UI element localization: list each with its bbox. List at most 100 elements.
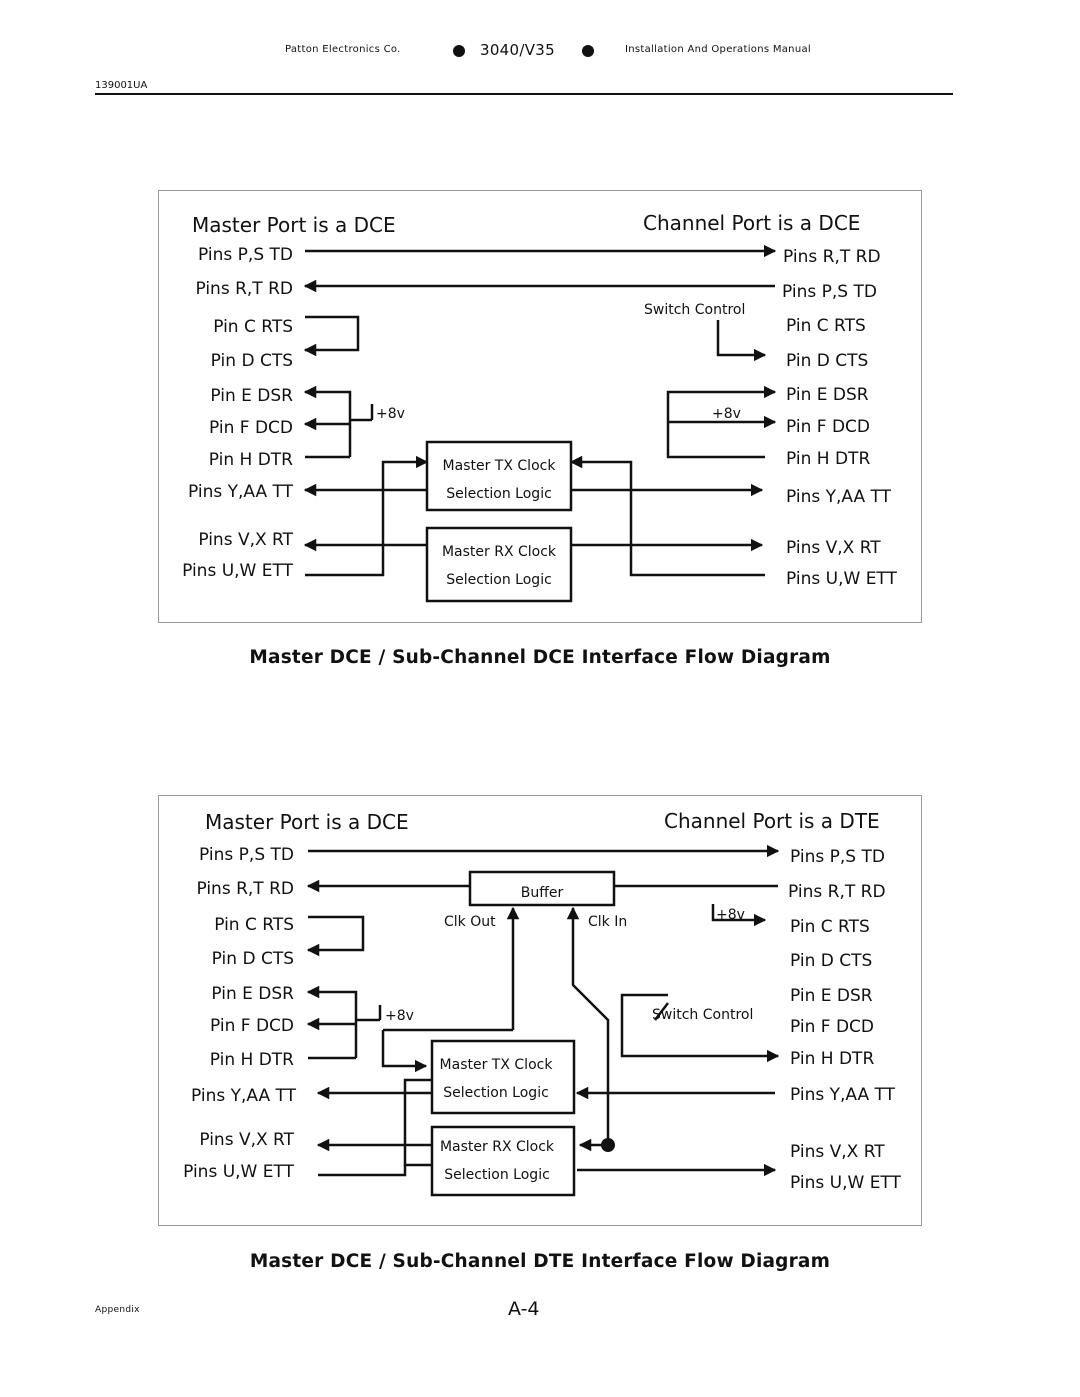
d2-right-pin: Pin C RTS xyxy=(790,917,870,937)
d1-left-pin: Pins P,S TD xyxy=(198,245,293,265)
document-id: 139001UA xyxy=(95,80,148,91)
d1-tx-box-line1: Master TX Clock xyxy=(443,458,557,474)
d2-ett-left-line xyxy=(318,1163,432,1177)
d1-left-pin: Pins U,W ETT xyxy=(182,561,294,581)
d2-buffer-label: Buffer xyxy=(521,885,564,901)
d1-ett-left-line xyxy=(305,455,429,577)
d2-rts-cts-loop xyxy=(306,915,365,957)
d1-right-pin: Pins P,S TD xyxy=(782,282,877,302)
diagram1-connections xyxy=(303,244,777,603)
d1-switch-arrow xyxy=(716,320,767,362)
d2-right-title: Channel Port is a DTE xyxy=(664,809,880,833)
d2-left-pin: Pins P,S TD xyxy=(199,845,294,865)
d2-left-pin: Pins V,X RT xyxy=(199,1130,294,1150)
d2-switch-lever xyxy=(654,1002,669,1021)
d1-left-pin: Pins R,T RD xyxy=(195,279,293,299)
d1-right-pin: Pin F DCD xyxy=(786,417,870,437)
d1-left-pin: Pin H DTR xyxy=(209,450,293,470)
d2-clk-in-label: Clk In xyxy=(588,914,627,930)
d2-clk-out-label: Clk Out xyxy=(444,914,496,930)
d2-right-pin: Pins P,S TD xyxy=(790,847,885,867)
d2-right-pin: Pins V,X RT xyxy=(790,1142,885,1162)
d1-left-pin: Pins Y,AA TT xyxy=(188,482,294,502)
d1-rx-box-line2: Selection Logic xyxy=(446,572,552,588)
d2-left-pin: Pin D CTS xyxy=(212,949,294,969)
d2-left-title: Master Port is a DCE xyxy=(205,810,409,834)
footer-section: Appendix xyxy=(95,1305,140,1315)
d1-right-pin: Pin H DTR xyxy=(786,449,870,469)
d2-right-voltage: +8v xyxy=(716,907,745,923)
d1-left-pin: Pin F DCD xyxy=(209,418,293,438)
header-manual-title: Installation And Operations Manual xyxy=(625,44,811,55)
d1-dsr-arrow xyxy=(303,385,352,457)
d1-rts-cts-loop xyxy=(303,315,360,357)
d2-left-pin-labels: Pins P,S TD Pins R,T RD Pin C RTS Pin D … xyxy=(183,845,297,1182)
d2-left-pin: Pin H DTR xyxy=(210,1050,294,1070)
d1-left-voltage: +8v xyxy=(376,406,405,422)
d2-right-pin: Pin D CTS xyxy=(790,951,872,971)
header-company: Patton Electronics Co. xyxy=(285,44,401,55)
diagram2-caption: Master DCE / Sub-Channel DTE Interface F… xyxy=(249,1251,831,1272)
d2-tx-clock-box xyxy=(430,1039,576,1115)
d2-right-pin-labels: Pins P,S TD Pins R,T RD Pin C RTS Pin D … xyxy=(788,847,902,1193)
d2-right-pin: Pin F DCD xyxy=(790,1017,874,1037)
d2-left-pin: Pins Y,AA TT xyxy=(191,1086,297,1106)
d1-switch-control-label: Switch Control xyxy=(644,302,745,318)
diagram2-frame xyxy=(158,795,922,1226)
d2-clk-in-arrow xyxy=(566,906,610,1145)
d2-ett-route xyxy=(403,1078,432,1165)
d2-tx-feed-arrow xyxy=(381,1030,428,1073)
d1-left-pin: Pins V,X RT xyxy=(198,530,293,550)
d1-rx-box-line1: Master RX Clock xyxy=(442,544,557,560)
header-model: 3040/V35 xyxy=(480,41,555,59)
diagram2-connections xyxy=(306,844,780,1197)
d1-right-title: Channel Port is a DCE xyxy=(643,211,860,235)
d1-right-pin: Pins R,T RD xyxy=(783,247,881,267)
d1-right-pin: Pins Y,AA TT xyxy=(786,487,892,507)
d1-right-pin: Pins V,X RT xyxy=(786,538,881,558)
d2-rx-box-line2: Selection Logic xyxy=(444,1167,550,1183)
d2-right-pin: Pin H DTR xyxy=(790,1049,874,1069)
d1-left-pin-labels: Pins P,S TD Pins R,T RD Pin C RTS Pin D … xyxy=(182,245,294,581)
d2-right-8v-arrow xyxy=(711,904,767,927)
d2-right-pin: Pin E DSR xyxy=(790,986,873,1006)
d2-left-pin: Pins R,T RD xyxy=(196,879,294,899)
d2-rx-box-line1: Master RX Clock xyxy=(440,1139,555,1155)
d1-left-pin: Pin E DSR xyxy=(210,386,293,406)
d2-left-pin: Pin F DCD xyxy=(210,1016,294,1036)
header-rule xyxy=(95,93,953,95)
d2-rx-clock-box xyxy=(430,1125,576,1197)
d1-right-pin-labels: Pins R,T RD Pins P,S TD Pin C RTS Pin D … xyxy=(782,247,898,589)
d1-left-title: Master Port is a DCE xyxy=(192,213,396,237)
d2-left-pin: Pin C RTS xyxy=(214,915,294,935)
header-bullet-dot xyxy=(453,45,465,57)
d1-right-voltage: +8v xyxy=(712,406,741,422)
d2-tx-box-line2: Selection Logic xyxy=(443,1085,549,1101)
d1-right-pin: Pins U,W ETT xyxy=(786,569,898,589)
d2-junction-dot xyxy=(601,1138,615,1152)
d2-right-pin: Pins R,T RD xyxy=(788,882,886,902)
d2-left-pin: Pin E DSR xyxy=(211,984,294,1004)
d1-rx-clock-box xyxy=(425,526,573,603)
d1-tx-clock-box xyxy=(425,440,573,512)
d1-ett-right-line xyxy=(569,455,765,577)
d2-buffer-box xyxy=(468,870,616,907)
d2-left-pin: Pins U,W ETT xyxy=(183,1162,295,1182)
d1-dsr-right-arrow xyxy=(666,385,777,459)
d2-right-pin: Pins Y,AA TT xyxy=(790,1085,896,1105)
d2-tx-box-line1: Master TX Clock xyxy=(440,1057,554,1073)
diagram1-caption: Master DCE / Sub-Channel DCE Interface F… xyxy=(249,647,831,668)
diagram1-frame xyxy=(158,190,922,623)
d1-tx-box-line2: Selection Logic xyxy=(446,486,552,502)
d2-right-pin: Pins U,W ETT xyxy=(790,1173,902,1193)
d2-switch-dtr-arrow xyxy=(620,993,780,1063)
d1-right-pin: Pin C RTS xyxy=(786,316,866,336)
header-bullet-dot xyxy=(582,45,594,57)
d1-left-pin: Pin C RTS xyxy=(213,317,293,337)
d2-switch-control-label: Switch Control xyxy=(652,1007,753,1023)
d1-right-pin: Pin D CTS xyxy=(786,351,868,371)
page-number: A-4 xyxy=(508,1298,540,1320)
d1-left-pin: Pin D CTS xyxy=(211,351,293,371)
d1-right-pin: Pin E DSR xyxy=(786,385,869,405)
